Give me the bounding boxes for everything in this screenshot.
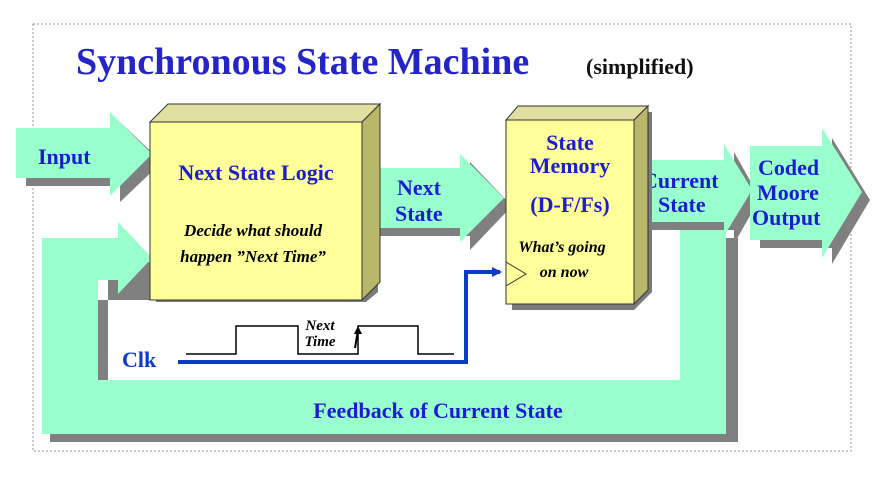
feedback-label: Feedback of Current State bbox=[313, 398, 563, 423]
feedback-loop-arrow bbox=[42, 222, 726, 434]
clock-waveform bbox=[186, 325, 454, 355]
next-time-line1: Next bbox=[304, 318, 335, 334]
next-state-logic-title: Next State Logic bbox=[178, 160, 333, 185]
next-time-line2: Time bbox=[304, 334, 335, 350]
clock-signal-line bbox=[178, 267, 502, 364]
state-memory-desc-line1: What’s going bbox=[518, 239, 605, 256]
output-label-line3: Output bbox=[752, 205, 821, 230]
state-memory-line3: (D-F/Fs) bbox=[530, 192, 609, 217]
current-state-label-line2: State bbox=[658, 192, 706, 217]
next-state-logic-box bbox=[148, 102, 382, 302]
input-arrow bbox=[16, 112, 152, 196]
current-state-label-line1: Current bbox=[642, 168, 719, 193]
output-label-line1: Coded bbox=[758, 155, 819, 180]
clock-label: Clk bbox=[122, 347, 157, 372]
state-memory-line2: Memory bbox=[530, 153, 611, 178]
state-memory-desc-line2: on now bbox=[540, 264, 589, 281]
state-memory-line1: State bbox=[546, 130, 594, 155]
input-label: Input bbox=[38, 144, 91, 169]
next-state-logic-desc-line2: happen ”Next Time” bbox=[180, 247, 326, 266]
clock-edge-arrowhead bbox=[354, 326, 362, 334]
next-state-logic-desc-line1: Decide what should bbox=[183, 221, 322, 240]
output-arrow bbox=[750, 128, 862, 258]
diagram-frame bbox=[32, 23, 852, 452]
next-state-label-line1: Next bbox=[397, 175, 442, 200]
next-state-label-line2: State bbox=[395, 201, 443, 226]
next-state-arrow bbox=[370, 154, 504, 242]
diagram-subtitle: (simplified) bbox=[586, 54, 694, 79]
diagram-title: Synchronous State Machine bbox=[76, 41, 529, 83]
current-state-arrow bbox=[636, 144, 752, 236]
state-memory-box bbox=[504, 104, 652, 310]
output-label-line2: Moore bbox=[757, 180, 819, 205]
